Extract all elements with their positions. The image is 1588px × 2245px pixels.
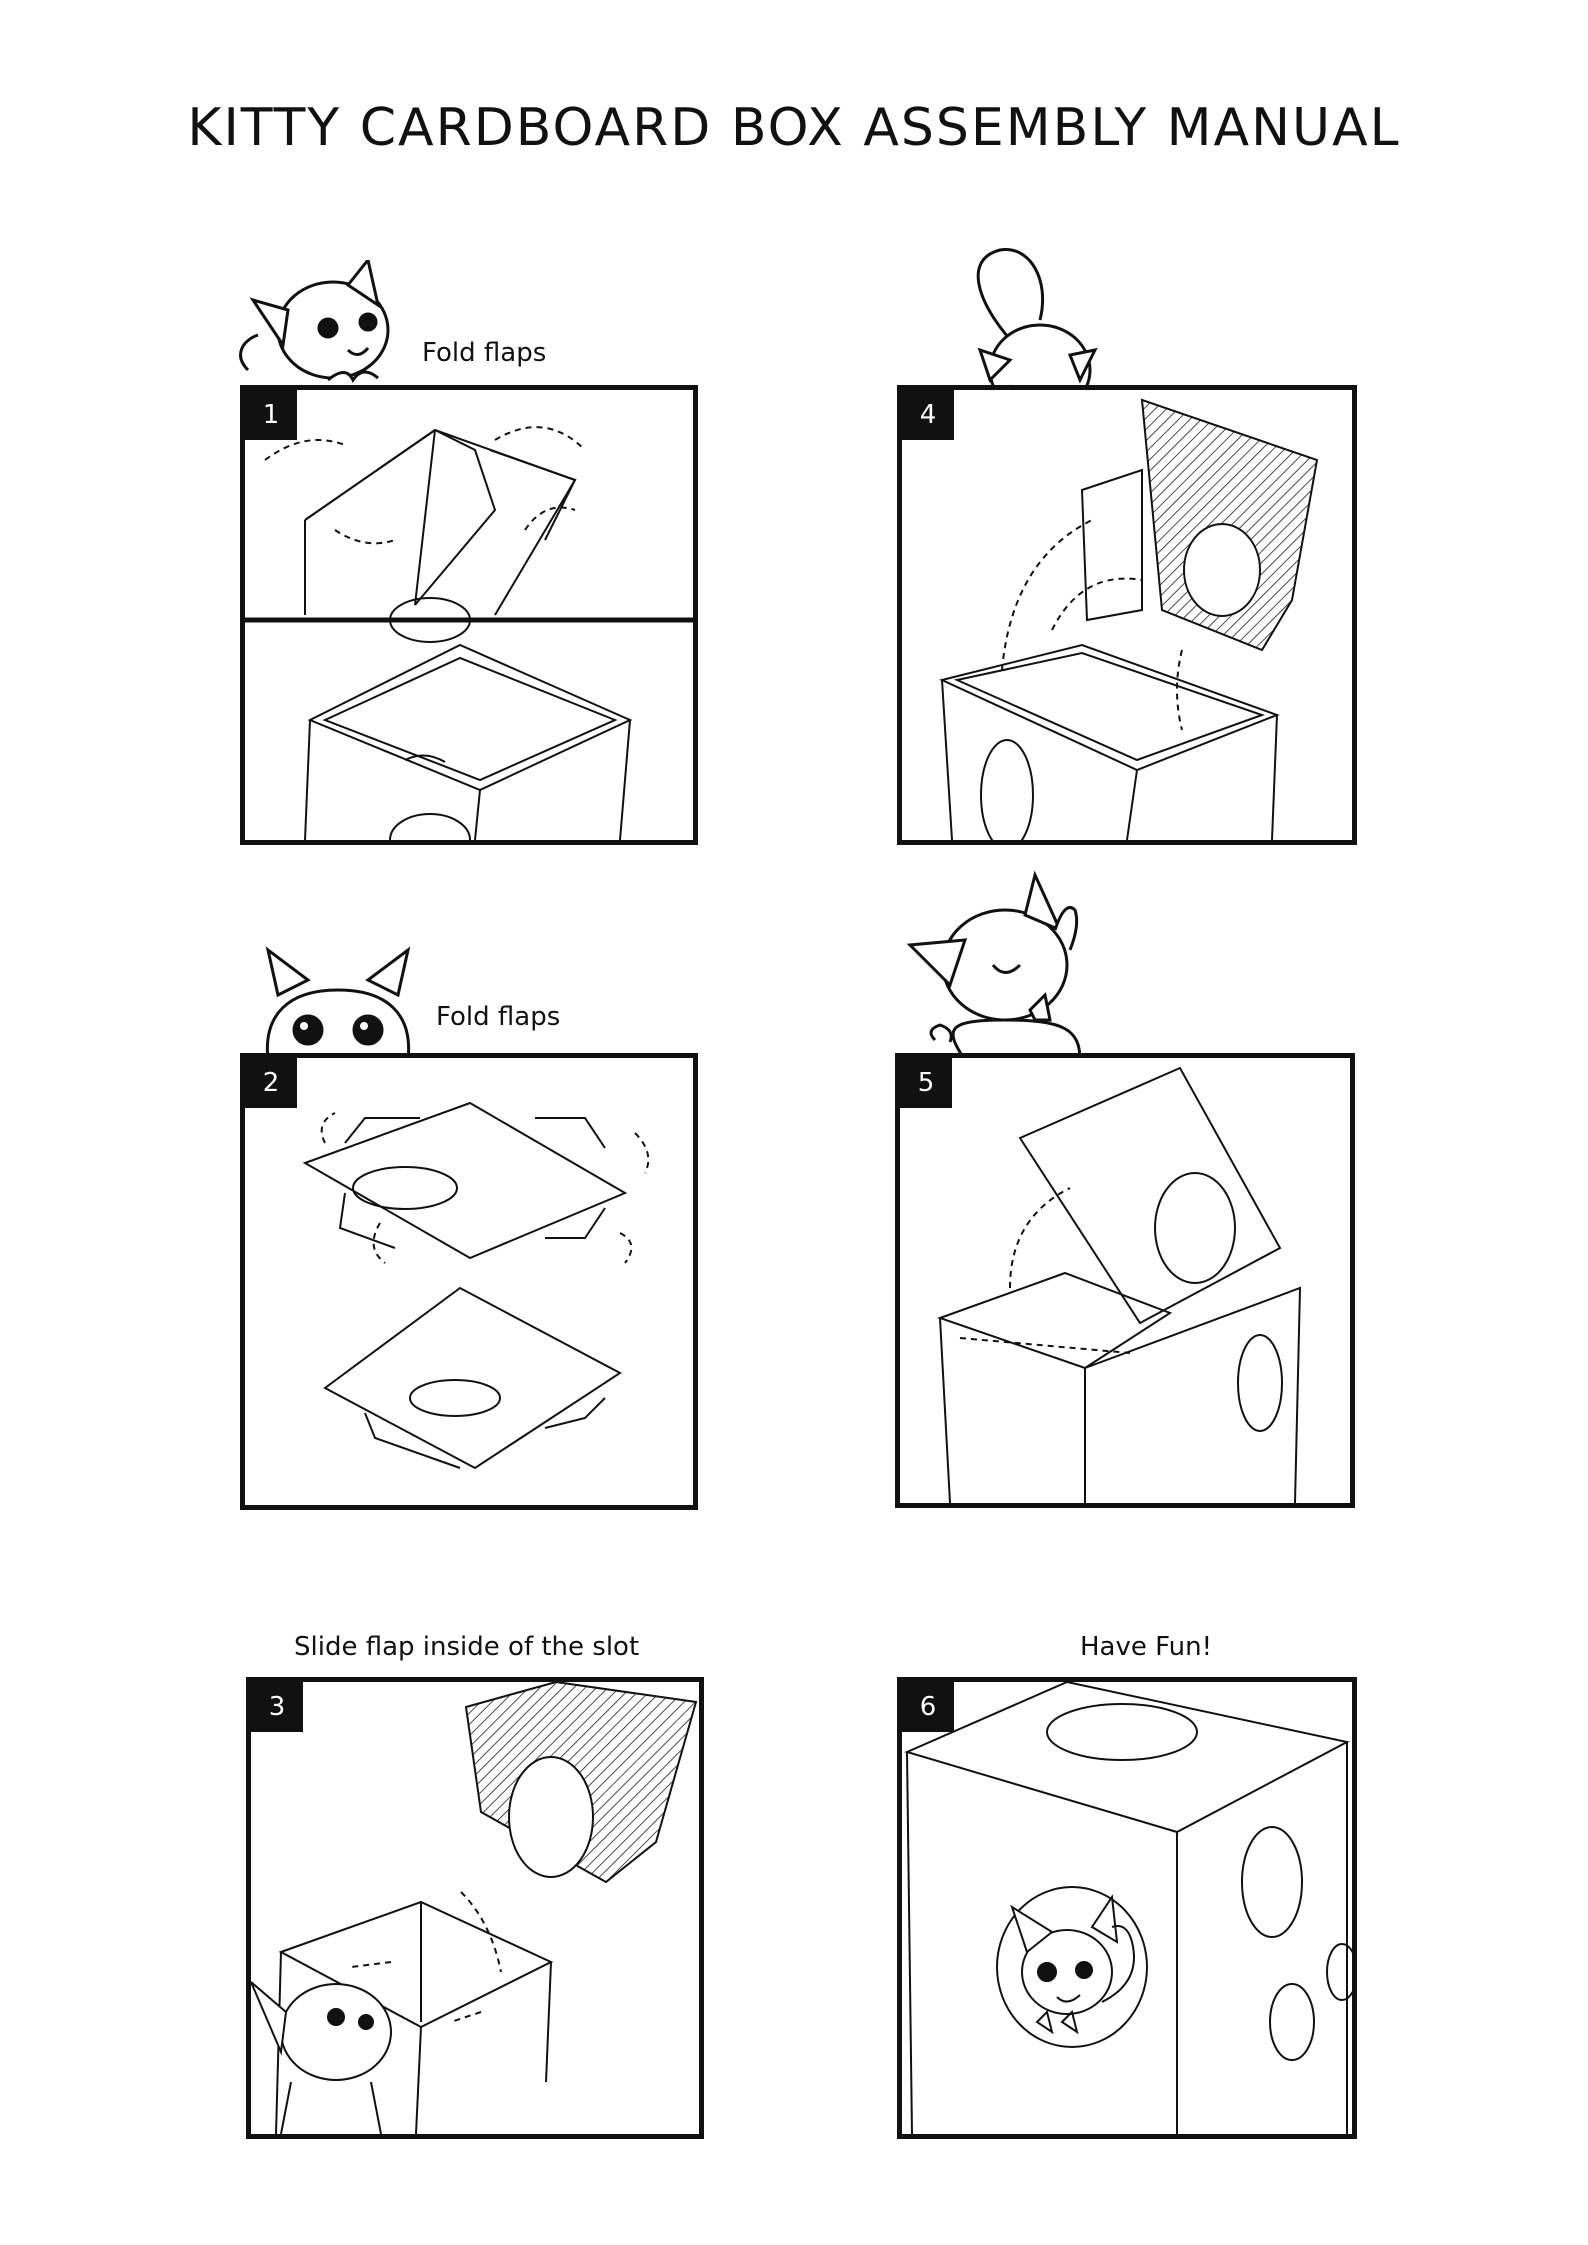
step-panel-3: 3 [246, 1677, 704, 2139]
step-number-5: 5 [900, 1058, 952, 1108]
step-number-2: 2 [245, 1058, 297, 1108]
step-caption-2: Fold flaps [436, 1002, 560, 1032]
kitty-waving-icon [905, 870, 1105, 1060]
lid-close-illustration-5 [900, 1058, 1350, 1503]
step-caption-1: Fold flaps [422, 338, 546, 368]
step-caption-3: Slide flap inside of the slot [294, 1632, 639, 1662]
slide-flap-illustration-3 [251, 1682, 699, 2134]
step-panel-1: 1 [240, 385, 698, 845]
step-caption-6: Have Fun! [1080, 1632, 1212, 1662]
step-number-1: 1 [245, 390, 297, 440]
page-title: KITTY CARDBOARD BOX ASSEMBLY MANUAL [0, 98, 1588, 158]
kitty-peeking-icon-1 [228, 260, 408, 390]
step-number-6: 6 [902, 1682, 954, 1732]
step-number-3: 3 [251, 1682, 303, 1732]
step-panel-5: 5 [895, 1053, 1355, 1508]
step-number-4: 4 [902, 390, 954, 440]
step-panel-4: 4 [897, 385, 1357, 845]
box-fold-illustration-1 [245, 390, 693, 840]
tab-insert-illustration-4 [902, 390, 1352, 840]
finished-box-illustration-6 [902, 1682, 1352, 2134]
step-panel-6: 6 [897, 1677, 1357, 2139]
lid-fold-illustration-2 [245, 1058, 693, 1505]
kitty-peeking-icon-2 [258, 945, 418, 1060]
step-panel-2: 2 [240, 1053, 698, 1510]
